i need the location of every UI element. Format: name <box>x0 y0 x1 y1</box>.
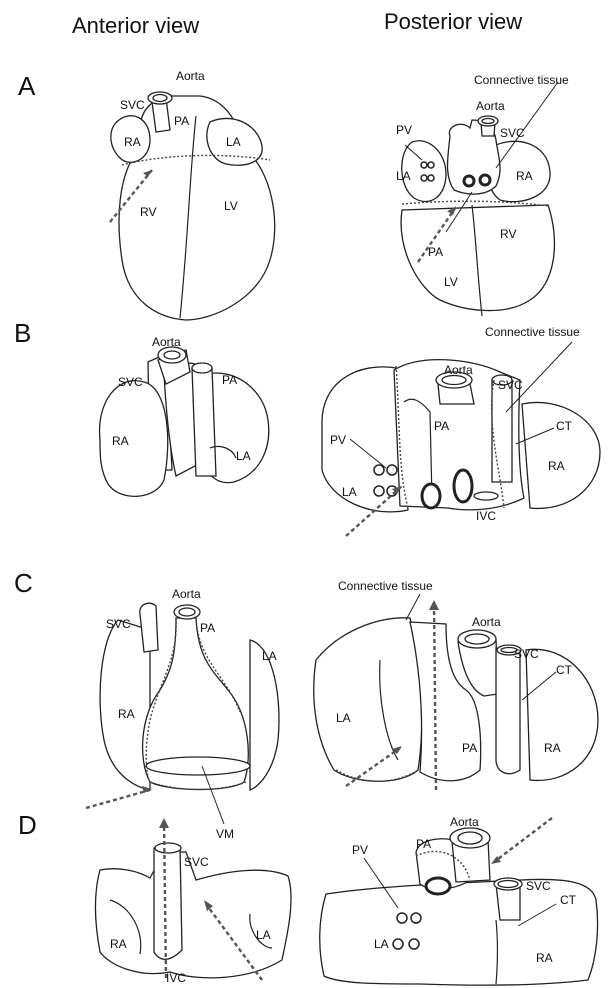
c-post-pa: PA <box>462 741 477 755</box>
c-ant-aorta: Aorta <box>172 587 201 601</box>
a-ant-la: LA <box>226 135 241 149</box>
a-post-la: LA <box>396 169 411 183</box>
c-ant-svc: SVC <box>106 617 131 631</box>
panel-letter-d: D <box>18 810 37 840</box>
d-post-pv: PV <box>352 843 368 857</box>
a-post-aorta: Aorta <box>476 99 505 113</box>
a-post-svc: SVC <box>500 126 525 140</box>
panel-d-anterior: SVC LA RA IVC <box>96 818 292 985</box>
c-post-ct: CT <box>556 663 573 677</box>
panel-a-posterior: Connective tissue Aorta PV SVC LA RA PA … <box>396 73 569 316</box>
b-ant-la: LA <box>236 449 251 463</box>
a-post-pa: PA <box>428 245 443 259</box>
a-post-rv: RV <box>500 227 516 241</box>
a-ant-lv: LV <box>224 199 238 213</box>
a-post-lv: LV <box>444 275 458 289</box>
header-anterior: Anterior view <box>72 13 199 38</box>
d-post-ra: RA <box>536 951 553 965</box>
b-post-svc: SVC <box>498 378 523 392</box>
header-posterior: Posterior view <box>384 9 522 34</box>
d-post-ct: CT <box>560 893 577 907</box>
a-ant-aorta: Aorta <box>176 69 205 83</box>
d-post-aorta: Aorta <box>450 815 479 829</box>
a-ant-ra: RA <box>124 135 141 149</box>
a-post-connective: Connective tissue <box>474 73 569 87</box>
a-post-pv: PV <box>396 123 412 137</box>
a-ant-rv: RV <box>140 205 156 219</box>
c-post-connective: Connective tissue <box>338 579 433 593</box>
b-post-la: LA <box>342 485 357 499</box>
c-ant-vm: VM <box>216 827 234 841</box>
panel-letter-c: C <box>14 568 33 598</box>
c-ant-ra: RA <box>118 707 135 721</box>
c-post-svc: SVC <box>514 647 539 661</box>
c-post-ra: RA <box>544 741 561 755</box>
a-ant-pa: PA <box>174 114 189 128</box>
b-post-pa: PA <box>434 419 449 433</box>
c-post-la: LA <box>336 711 351 725</box>
d-ant-svc: SVC <box>184 855 209 869</box>
d-ant-la: LA <box>256 928 271 942</box>
c-post-aorta: Aorta <box>472 615 501 629</box>
b-ant-svc: SVC <box>118 375 143 389</box>
b-ant-pa: PA <box>222 373 237 387</box>
panel-b-anterior: Aorta SVC PA RA LA <box>100 335 269 496</box>
panel-letter-b: B <box>14 318 31 348</box>
d-post-svc: SVC <box>526 879 551 893</box>
d-post-la: LA <box>374 937 389 951</box>
c-ant-la: LA <box>262 649 277 663</box>
panel-c-anterior: Aorta SVC PA LA RA VM <box>86 587 279 841</box>
b-post-ivc: IVC <box>476 509 496 523</box>
b-post-ra: RA <box>548 459 565 473</box>
a-ant-svc: SVC <box>120 98 145 112</box>
panel-a-anterior: Aorta SVC RA PA LA RV LV <box>110 69 275 320</box>
b-post-connective: Connective tissue <box>485 325 580 339</box>
c-ant-pa: PA <box>200 621 215 635</box>
panel-letter-a: A <box>18 71 36 101</box>
a-post-ra: RA <box>516 169 533 183</box>
b-post-ct: CT <box>556 419 573 433</box>
panel-b-posterior: Connective tissue Aorta SVC PV CT PA LA … <box>322 325 600 536</box>
b-ant-ra: RA <box>112 434 129 448</box>
b-ant-aorta: Aorta <box>152 335 181 349</box>
d-post-pa: PA <box>416 837 431 851</box>
d-ant-ivc: IVC <box>166 971 186 985</box>
d-ant-ra: RA <box>110 937 127 951</box>
b-post-pv: PV <box>330 433 346 447</box>
panel-c-posterior: Connective tissue Aorta SVC CT LA PA RA <box>314 579 598 790</box>
panel-d-posterior: Aorta PA SVC PV CT LA RA <box>320 815 598 985</box>
b-post-aorta: Aorta <box>444 363 473 377</box>
